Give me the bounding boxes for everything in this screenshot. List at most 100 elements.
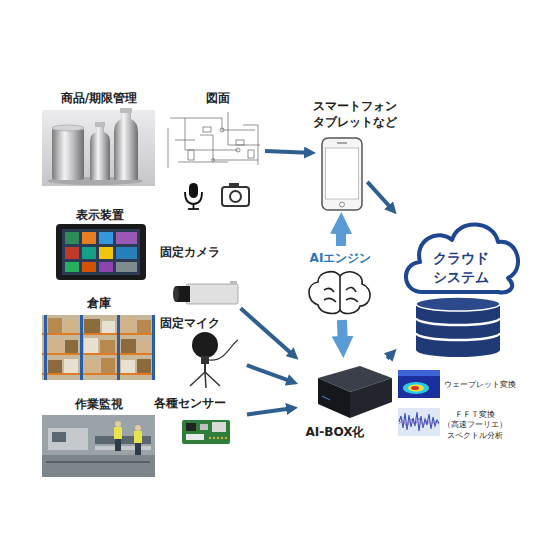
work-monitoring-photo <box>42 455 155 477</box>
wavelet-image <box>411 386 419 390</box>
ai-box-device <box>322 396 330 400</box>
cans-photo <box>95 122 105 127</box>
node-label: 各種センサー <box>150 395 230 411</box>
warehouse-photo <box>44 315 47 380</box>
work-monitoring-photo <box>42 415 155 477</box>
fixed-microphone <box>205 372 220 386</box>
display-device <box>82 262 96 272</box>
display-device <box>56 224 146 280</box>
node-label: 作業監視 <box>40 396 158 412</box>
flow-arrow <box>387 355 391 359</box>
diagram-node: 図面 <box>163 88 263 210</box>
microphone-icon <box>185 192 202 204</box>
brain-icon <box>309 272 370 314</box>
node-label: クラウド システム <box>418 249 504 287</box>
work-monitoring-photo <box>134 431 142 443</box>
node-label: 表示装置 <box>52 207 147 223</box>
sensor-board <box>182 420 230 444</box>
fixed-microphone <box>190 332 238 388</box>
flow-arrow <box>336 232 346 246</box>
fixed-camera <box>173 286 179 302</box>
warehouse-photo <box>137 359 151 373</box>
work-monitoring-photo <box>115 421 121 427</box>
wavelet-image <box>408 385 424 392</box>
node-label: スマートフォン タブレットなど <box>295 98 415 130</box>
work-monitoring-photo <box>135 425 141 431</box>
brain-icon <box>309 272 370 314</box>
schematic-drawing <box>170 118 255 130</box>
wavelet-image <box>398 370 440 376</box>
warehouse-photo <box>138 341 151 353</box>
fixed-camera <box>186 284 238 304</box>
warehouse-photo <box>121 360 135 373</box>
schematic-drawing <box>188 150 194 160</box>
cans-photo <box>90 126 110 180</box>
database-band <box>416 318 500 325</box>
work-monitoring-photo <box>95 446 151 450</box>
sensor-board <box>182 420 230 444</box>
brain-icon <box>324 298 336 302</box>
camera-icon <box>222 187 249 206</box>
sensor-board <box>221 437 223 439</box>
work-monitoring-photo <box>46 461 150 463</box>
database-cylinder <box>416 343 500 357</box>
work-monitoring-photo <box>48 428 88 450</box>
cans-photo <box>52 125 84 131</box>
flow-arrow <box>367 182 391 208</box>
cloud-shape <box>406 224 518 292</box>
microphone-icon <box>189 183 198 198</box>
camera-icon <box>230 191 241 202</box>
display-device <box>56 224 146 280</box>
display-device <box>82 247 96 259</box>
wavelet-image <box>398 370 440 398</box>
diagram-node: 表示装置 <box>52 205 147 283</box>
smartphone <box>322 138 362 210</box>
warehouse-photo <box>48 318 62 333</box>
diagram-node: スマートフォン タブレットなど <box>318 98 366 210</box>
fft-spectrum-image <box>399 418 439 427</box>
warehouse-photo <box>117 315 120 380</box>
work-monitoring-photo <box>42 415 155 477</box>
brain-icon <box>346 287 356 292</box>
smartphone <box>322 138 362 210</box>
warehouse-photo <box>42 353 155 355</box>
cans-photo <box>120 108 132 113</box>
work-monitoring-photo <box>95 436 151 444</box>
diagram-node: 商品/期限管理 <box>40 88 158 188</box>
schematic-drawing <box>200 135 258 160</box>
warehouse-photo <box>84 360 99 373</box>
display-device <box>65 262 79 272</box>
schematic-drawing <box>203 127 211 132</box>
smartphone <box>337 142 347 143</box>
diagram-node: 作業監視 <box>40 393 158 478</box>
warehouse-photo <box>121 339 136 353</box>
display-device <box>99 247 113 259</box>
ai-box-device <box>318 366 392 418</box>
diagram-node: AIエンジン <box>303 248 378 318</box>
warehouse-photo <box>80 315 83 380</box>
schematic-drawing <box>220 128 224 132</box>
schematic-drawing <box>168 112 260 168</box>
smartphone <box>340 202 345 207</box>
flow-arrow <box>247 365 291 381</box>
cans-photo <box>42 110 155 186</box>
fixed-microphone <box>205 372 206 388</box>
cans-photo <box>52 128 84 180</box>
schematic-drawing <box>228 112 260 145</box>
fixed-microphone <box>190 372 205 386</box>
sensor-board <box>200 424 208 430</box>
ai-box-device <box>318 378 350 418</box>
node-label: AIエンジン <box>303 250 378 266</box>
schematic-drawing <box>168 128 169 168</box>
display-device <box>82 232 96 244</box>
flow-arrow <box>247 409 290 415</box>
work-monitoring-photo <box>135 443 141 455</box>
schematic-drawing <box>243 125 258 165</box>
annotation-label: ウェーブレット変換 <box>444 380 524 390</box>
smartphone <box>326 148 359 199</box>
diagram-node: 各種センサー <box>160 393 245 448</box>
sensor-board <box>213 437 215 439</box>
fixed-camera <box>230 281 237 284</box>
sensor-board <box>225 437 227 439</box>
warehouse-photo <box>42 333 155 335</box>
